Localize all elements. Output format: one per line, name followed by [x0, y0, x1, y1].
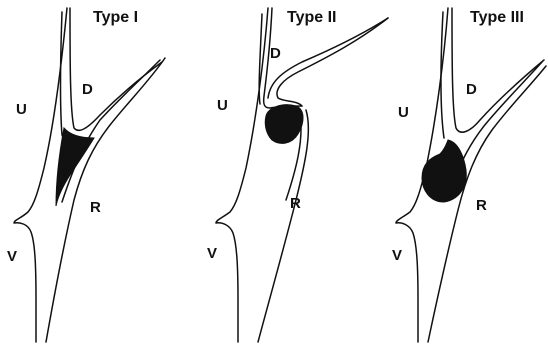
panel-title: Type I: [93, 9, 138, 26]
panel-type-3: Type III U D R V: [392, 8, 546, 342]
panel-type-1: Type I U D R V: [7, 8, 165, 342]
label-v: V: [7, 248, 17, 265]
d-channel: [70, 8, 162, 130]
r-channel-inner: [46, 58, 165, 342]
label-r: R: [476, 197, 487, 214]
r-channel-outer: [62, 60, 160, 202]
r-channel-outer: [454, 62, 542, 180]
label-r: R: [90, 199, 101, 216]
r-channel-inner: [428, 66, 546, 342]
panel-title: Type III: [470, 9, 524, 26]
label-u: U: [398, 104, 409, 121]
label-u: U: [16, 101, 27, 118]
label-d: D: [82, 81, 93, 98]
lesion-round: [422, 140, 466, 202]
label-d: D: [466, 81, 477, 98]
label-u: U: [217, 97, 228, 114]
label-d: D: [270, 45, 281, 62]
inner-wall-u: [441, 12, 444, 138]
d-loop-inner: [277, 18, 388, 106]
d-channel: [452, 8, 544, 132]
label-v: V: [392, 247, 402, 264]
label-v: V: [207, 245, 217, 262]
r-channel-inner: [258, 110, 308, 342]
label-r: R: [290, 195, 301, 212]
lesion-round: [265, 105, 303, 144]
panel-title: Type II: [287, 9, 337, 26]
d-channel-top: [268, 18, 388, 98]
panel-type-2: Type II D U R V: [207, 8, 388, 342]
inner-wall-u: [259, 14, 262, 104]
